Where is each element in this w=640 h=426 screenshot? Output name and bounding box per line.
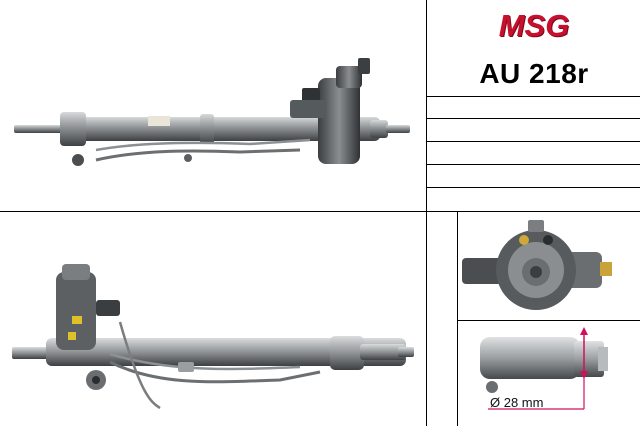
part-number: AU 218r (479, 58, 589, 89)
photo-steering-rack-side (0, 212, 457, 426)
valve-closeup-illustration (462, 220, 612, 310)
divider-vertical-main (426, 0, 427, 426)
steering-rack-side-illustration (12, 264, 414, 410)
spec-row-line-1 (427, 96, 640, 97)
photo-steering-rack-top (0, 0, 426, 211)
dimension-arrow-head-bottom (580, 371, 588, 379)
spec-row-line-3 (427, 141, 640, 142)
dimension-arrow-head-top (580, 327, 588, 335)
shaft-closeup-illustration (480, 327, 608, 410)
steering-rack-top-illustration (14, 58, 410, 166)
spec-row-line-2 (427, 118, 640, 119)
brand-logo-text: MSG (498, 8, 570, 43)
divider-horizontal-main (0, 211, 640, 212)
photo-shaft-closeup (458, 321, 640, 426)
divider-horizontal-bottom-right (457, 320, 640, 321)
brand-logo: MSG (478, 6, 590, 46)
spec-row-line-4 (427, 164, 640, 165)
spec-row-line-5 (427, 187, 640, 188)
shaft-diameter-label: Ø 28 mm (490, 395, 544, 410)
photo-valve-closeup (458, 212, 640, 320)
divider-vertical-bottom (457, 212, 458, 426)
